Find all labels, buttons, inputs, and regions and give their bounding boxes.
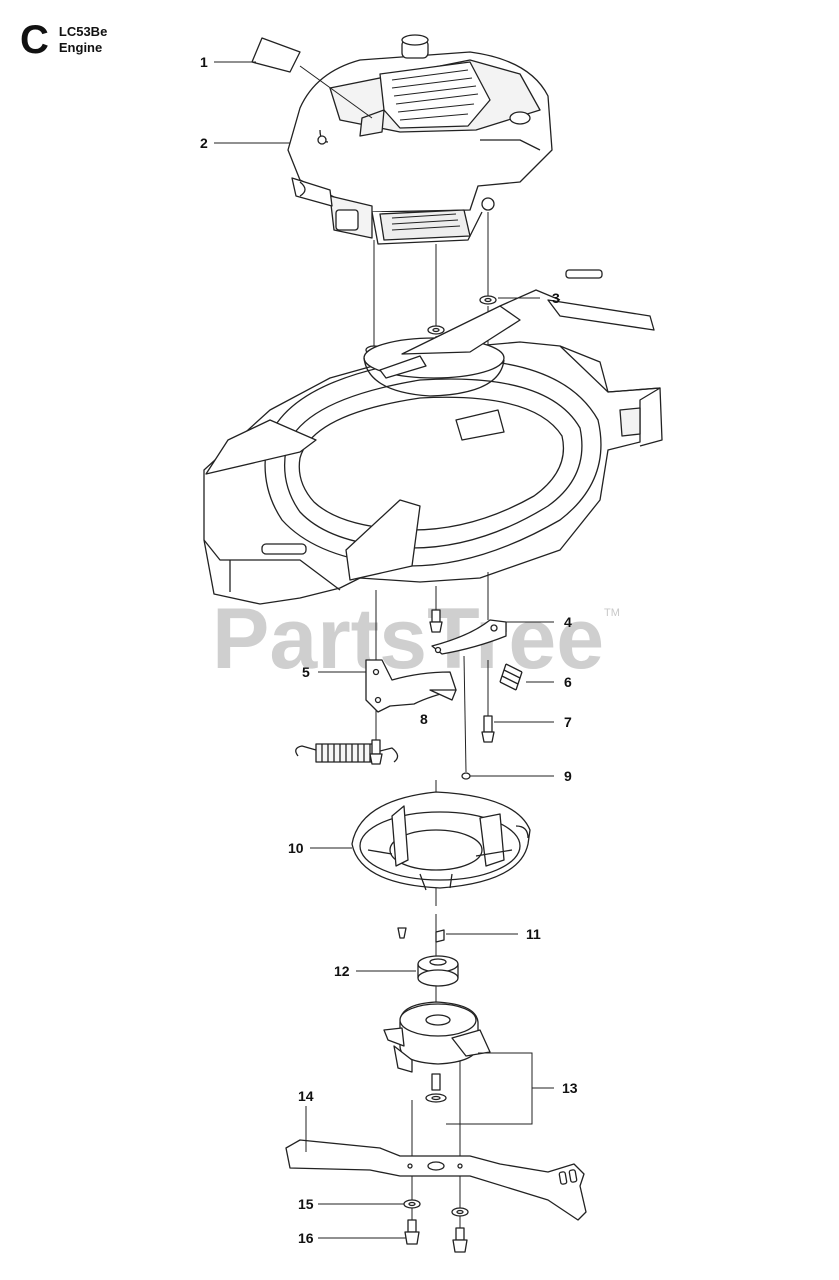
part-8-spring[interactable] [295, 743, 399, 763]
part-13-clutch-assembly[interactable] [383, 1001, 491, 1103]
part-7-bolt[interactable] [481, 715, 495, 743]
callout-2[interactable]: 2 [200, 135, 208, 151]
diagram-header: C LC53Be Engine [20, 18, 107, 62]
callout-14[interactable]: 14 [298, 1088, 314, 1104]
part-9-screw[interactable] [461, 772, 471, 780]
callout-labels: 1 2 3 4 5 6 7 8 9 10 11 12 13 14 15 16 [200, 54, 578, 1246]
callout-15[interactable]: 15 [298, 1196, 314, 1212]
part-15-washers[interactable] [403, 1199, 469, 1217]
part-4-bracket[interactable] [431, 619, 507, 655]
part-11-key[interactable] [435, 929, 445, 943]
callout-5[interactable]: 5 [302, 664, 310, 680]
watermark-text: PartsTree [212, 591, 604, 687]
part-14-blade[interactable] [285, 1139, 587, 1221]
section-letter: C [20, 18, 49, 62]
left-bolt[interactable] [369, 739, 383, 765]
callout-6[interactable]: 6 [564, 674, 572, 690]
callout-13[interactable]: 13 [562, 1080, 578, 1096]
part-1-decal[interactable] [251, 37, 301, 73]
part-2-engine[interactable] [287, 34, 553, 245]
header-text: LC53Be Engine [59, 22, 107, 56]
leader-lines [214, 61, 554, 1239]
callout-9[interactable]: 9 [564, 768, 572, 784]
callout-10[interactable]: 10 [288, 840, 304, 856]
deck-bolt[interactable] [429, 609, 443, 633]
callout-1[interactable]: 1 [200, 54, 208, 70]
part-16-bolts[interactable] [404, 1219, 468, 1253]
section-title: Engine [58, 40, 103, 55]
callout-11[interactable]: 11 [526, 926, 541, 942]
part-6-spring[interactable] [499, 663, 523, 691]
callout-4[interactable]: 4 [564, 614, 572, 630]
callout-7[interactable]: 7 [564, 714, 572, 730]
part-5-bracket[interactable] [365, 659, 457, 713]
callout-16[interactable]: 16 [298, 1230, 314, 1246]
part-10-fan-housing[interactable] [351, 791, 531, 891]
housing-screw[interactable] [397, 927, 407, 939]
watermark-trademark: TM [604, 607, 620, 619]
callout-3[interactable]: 3 [552, 290, 560, 306]
mower-deck[interactable] [203, 269, 663, 605]
part-12-adapter[interactable] [417, 955, 459, 987]
callout-8[interactable]: 8 [420, 711, 428, 727]
callout-12[interactable]: 12 [334, 963, 350, 979]
model-name: LC53Be [58, 24, 108, 39]
